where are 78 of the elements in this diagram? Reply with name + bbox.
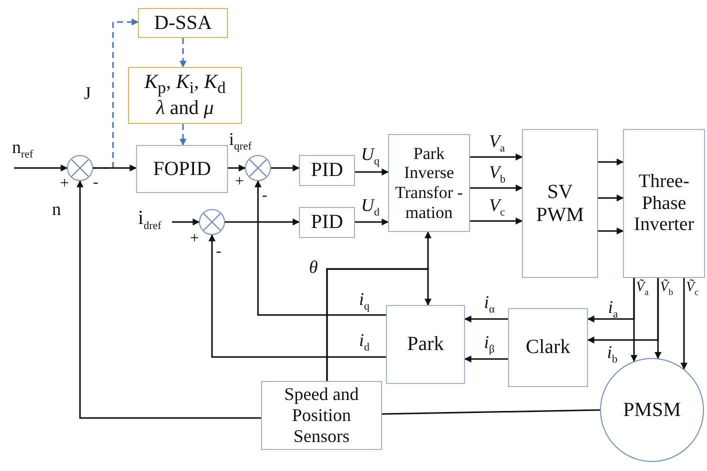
block-box	[136, 145, 228, 193]
signal-arrow	[470, 184, 523, 192]
edge-label: Ṽ$_{b}$	[660, 281, 674, 297]
block-box	[386, 305, 465, 384]
edge-label: i$_{qref}$	[229, 130, 252, 153]
edge-label: V$_{b}$	[489, 163, 506, 186]
edge-label: n	[52, 200, 61, 218]
connector-line	[382, 409, 600, 415]
block-box	[508, 308, 588, 387]
edge-label: Ṽ$_{c}$	[686, 281, 699, 297]
signal-arrow	[598, 194, 624, 202]
signal-arrow	[326, 268, 432, 381]
edge-label: i$_{dref}$	[138, 208, 162, 232]
signal-arrow	[464, 316, 508, 322]
signal-arrow	[587, 278, 635, 322]
summing-junction	[245, 155, 271, 181]
signal-arrow	[587, 278, 659, 344]
signal-arrow	[208, 234, 386, 358]
signal-arrow	[93, 164, 137, 172]
edge-label: V$_{a}$	[489, 132, 505, 155]
sign-label: -	[93, 175, 98, 191]
signal-arrow	[355, 168, 389, 176]
signal-arrow	[680, 278, 688, 370]
block-label: PID	[310, 159, 344, 182]
block-label: PID	[310, 211, 344, 234]
edge-label: i$_{d}$	[359, 331, 370, 354]
dashed-arrow	[180, 124, 186, 146]
block-label: Speed and Position Sensors	[283, 384, 360, 447]
block-box	[299, 207, 355, 238]
block-box	[623, 129, 705, 278]
block-box	[138, 8, 228, 38]
sign-label: -	[216, 244, 222, 260]
signal-arrow	[76, 180, 261, 419]
signal-arrow	[254, 180, 386, 316]
sign-label: +	[60, 176, 70, 192]
summing-junction	[67, 155, 93, 181]
edge-label: i$_{b}$	[607, 343, 618, 366]
block-label: K$_{p}$, K$_{i}$, K$_{d}$ λ and μ	[143, 70, 227, 120]
block-label: Three-Phase Inverter	[632, 170, 696, 236]
block-label: Park Inverse Transfor -mation	[394, 144, 464, 222]
block-label: Park	[407, 333, 444, 356]
edge-label: V$_{c}$	[489, 196, 505, 219]
block-label: Clark	[526, 336, 570, 359]
dashed-arrow	[180, 38, 186, 68]
edge-label: J	[84, 84, 92, 102]
signal-arrow	[228, 164, 246, 172]
block-box	[261, 381, 382, 450]
signal-arrow	[271, 164, 300, 172]
signal-arrow	[14, 164, 68, 172]
edge-label: i$_{a}$	[608, 298, 618, 321]
edge-label: Ṽ$_{a}$	[636, 281, 649, 297]
signal-arrow	[470, 154, 523, 160]
signal-arrow	[464, 356, 508, 362]
block-label: SV PWM	[535, 180, 585, 226]
edge-label: θ	[309, 258, 318, 276]
edge-label: U$_{d}$	[361, 196, 380, 219]
signal-arrow	[355, 218, 389, 226]
sign-label: +	[190, 231, 200, 247]
block-box	[522, 129, 598, 278]
signal-arrow	[172, 218, 200, 226]
edge-label: i$_{q}$	[359, 290, 370, 313]
block-box	[299, 155, 355, 186]
summing-junction	[199, 209, 225, 235]
block-label: FOPID	[153, 158, 211, 180]
edge-label: i$_{β}$	[484, 333, 495, 356]
block-box	[388, 134, 470, 232]
edge-label: n$_{ref}$	[12, 138, 34, 161]
edge-label: U$_{q}$	[361, 145, 380, 168]
block-label: D-SSA	[154, 12, 212, 34]
signal-arrow	[470, 218, 523, 224]
block-label: PMSM	[623, 398, 681, 422]
edge-label: i$_{α}$	[484, 293, 495, 316]
signal-arrow	[225, 218, 300, 226]
sign-label: +	[235, 174, 244, 190]
signal-arrow	[598, 228, 624, 234]
block-box	[128, 67, 242, 124]
sign-label: -	[262, 188, 268, 204]
signal-arrow	[598, 158, 624, 166]
